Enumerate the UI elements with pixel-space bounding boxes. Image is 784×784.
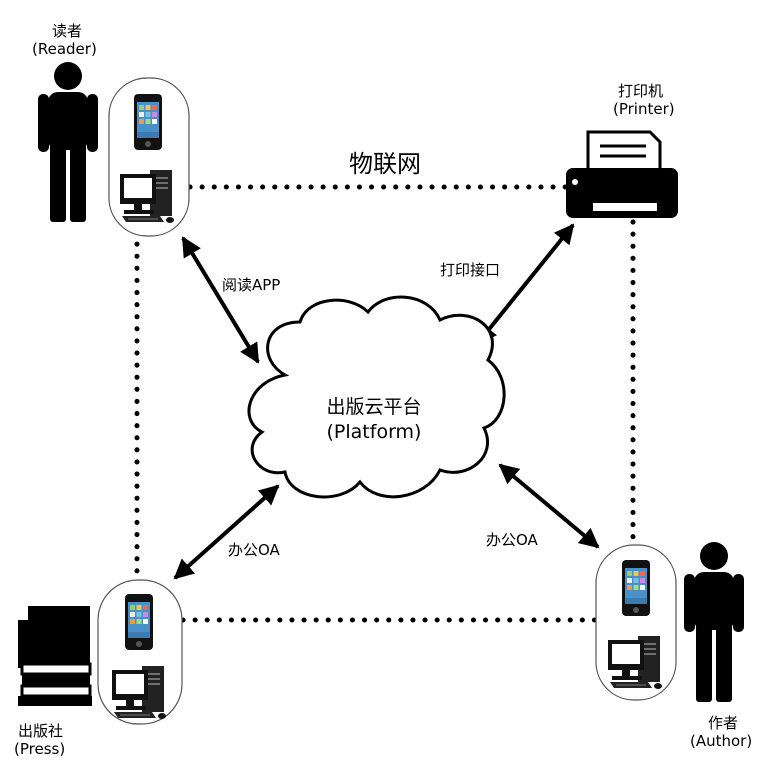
platform-name-en: (Platform): [327, 421, 422, 443]
reader-person-icon: [38, 62, 98, 222]
arrow-author-platform: [498, 463, 600, 549]
reader-phone-icon: [134, 94, 162, 150]
printer-name-cn: 打印机: [618, 82, 663, 100]
link-label-author-office: 办公OA: [486, 531, 539, 549]
printer-icon: [566, 130, 678, 218]
arrow-reader-platform: [181, 236, 260, 364]
platform-links: [173, 223, 600, 580]
press-node: 出版社 (Press): [14, 579, 183, 758]
printer-node: 打印机 (Printer): [566, 82, 678, 218]
press-phone-icon: [125, 594, 153, 650]
books-icon: [18, 606, 92, 706]
network-connections: [134, 184, 636, 623]
author-person-icon: [684, 542, 744, 702]
link-label-press-office: 办公OA: [228, 541, 281, 559]
author-name-cn: 作者: [708, 714, 738, 732]
printer-name-en: (Printer): [613, 100, 675, 118]
network-label: 物联网: [349, 150, 421, 178]
arrow-printer-platform: [476, 223, 575, 345]
author-phone-icon: [622, 560, 650, 616]
link-label-reader-app: 阅读APP: [222, 276, 280, 294]
arrow-press-platform: [173, 484, 280, 580]
platform-cloud: 出版云平台 (Platform): [247, 295, 506, 499]
reader-name-en: (Reader): [32, 40, 97, 58]
platform-name-cn: 出版云平台: [326, 396, 421, 418]
press-name-en: (Press): [14, 740, 65, 758]
press-name-cn: 出版社: [18, 722, 63, 740]
reader-node: 读者 (Reader): [32, 22, 190, 237]
author-name-en: (Author): [690, 732, 752, 750]
reader-name-cn: 读者: [52, 22, 82, 40]
cloud-icon: [247, 295, 506, 499]
link-label-print-interface: 打印接口: [440, 261, 500, 279]
author-node: 作者 (Author): [595, 542, 752, 750]
